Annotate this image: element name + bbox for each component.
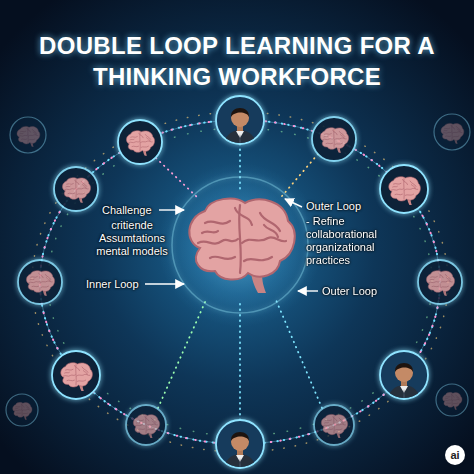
watermark: ai bbox=[445, 445, 465, 465]
central-brain bbox=[189, 199, 294, 293]
brain-ring bbox=[172, 177, 308, 313]
loop-label: Inner Loop bbox=[86, 278, 139, 291]
person-nodes bbox=[216, 96, 428, 472]
loop-label: Outer Loop bbox=[306, 200, 361, 213]
callout-text: Challenge bbox=[102, 204, 152, 217]
network-spokes bbox=[156, 144, 322, 420]
callout-text: critiende Assumtations mental models bbox=[88, 219, 176, 258]
network-ring bbox=[32, 112, 448, 452]
diagram-title: DOUBLE LOOP LEARNING FOR A THINKING WORK… bbox=[27, 30, 447, 92]
loop-label: Outer Loop bbox=[322, 285, 377, 298]
faded-nodes bbox=[6, 114, 470, 426]
brain-halo bbox=[158, 163, 322, 327]
callout-text: - Refine collaborational organizational … bbox=[306, 215, 400, 267]
pointer-arrows bbox=[145, 199, 318, 291]
brain-nodes bbox=[18, 117, 462, 445]
